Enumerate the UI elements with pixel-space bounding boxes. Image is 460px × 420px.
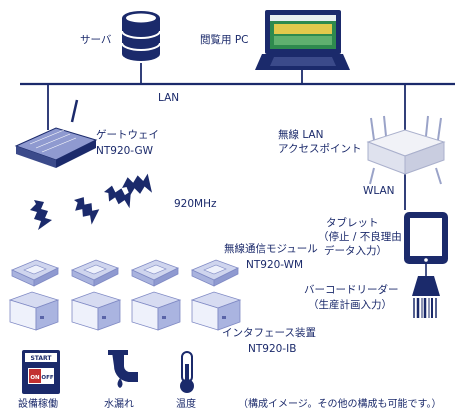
leak-label: 水漏れ: [104, 399, 134, 410]
router-icon: [14, 99, 98, 168]
module-name: 無線通信モジュール: [224, 243, 318, 255]
wireless-module: [131, 259, 179, 287]
pc-label: 閲覧用 PC: [200, 34, 249, 46]
access-point-line1: 無線 LAN: [278, 129, 324, 141]
interface-unit: [191, 291, 241, 331]
server-label: サーバ: [80, 34, 112, 46]
wireless-module: [11, 259, 59, 287]
barcode-line2: （生産計画入力）: [308, 299, 392, 311]
database-icon: [121, 11, 161, 61]
access-point-icon: [366, 115, 446, 185]
interface-name: インタフェース装置: [222, 327, 316, 339]
operation-switch-icon: START ON OFF: [22, 350, 60, 394]
on-label: ON: [30, 375, 40, 381]
thermometer-icon: [180, 351, 194, 393]
frequency-label: 920MHz: [174, 198, 217, 210]
access-point-line2: アクセスポイント: [278, 143, 362, 155]
off-label: OFF: [41, 375, 53, 381]
water-leak-icon: [108, 350, 138, 388]
barcode-line1: バーコードリーダー: [304, 284, 399, 296]
barcode-reader-icon: [412, 276, 440, 318]
module-model: NT920-WM: [246, 259, 304, 271]
radio-signal-icon: [70, 191, 104, 229]
tablet-line1: タブレット: [326, 217, 379, 229]
radio-signal-icon: [30, 200, 52, 230]
interface-model: NT920-IB: [248, 343, 297, 355]
laptop-icon: [255, 10, 350, 70]
operation-label: 設備稼働: [18, 399, 58, 410]
start-label: START: [30, 355, 52, 362]
wlan-label: WLAN: [363, 185, 395, 197]
interface-unit: [71, 291, 121, 331]
tablet-line2: （停止 / 不良理由: [318, 231, 402, 243]
lan-label: LAN: [158, 92, 180, 104]
interface-unit: [131, 291, 181, 331]
interface-unit: [9, 291, 59, 331]
wireless-module: [191, 259, 239, 287]
tablet-line3: データ入力）: [324, 245, 387, 257]
gateway-model: NT920-GW: [96, 145, 154, 157]
gateway-name: ゲートウェイ: [96, 129, 159, 141]
temperature-label: 温度: [176, 399, 196, 410]
note-text: （構成イメージ。その他の構成も可能です。）: [238, 399, 442, 410]
wireless-module: [71, 259, 119, 287]
tablet-icon: [404, 212, 448, 278]
